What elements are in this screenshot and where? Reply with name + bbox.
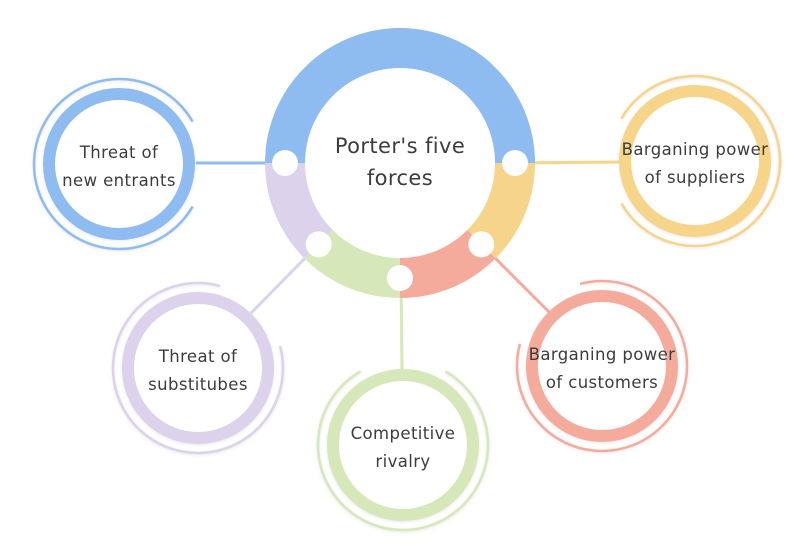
label-line: new entrants: [62, 171, 176, 190]
node-ring: [43, 88, 195, 240]
label-new-entrants: Threat of new entrants: [62, 143, 176, 190]
node-outer-arc: [620, 74, 782, 248]
node-outer-arc: [515, 279, 689, 453]
node-outer-arc: [32, 77, 194, 251]
label-line: Barganing power: [529, 345, 676, 364]
junction-dot-bottom-left: [305, 231, 332, 258]
node-new-entrants: [32, 77, 195, 251]
label-line: Competitive: [351, 424, 456, 443]
label-rivalry: Competitive rivalry: [351, 424, 456, 471]
label-substitutes: Threat of substitubes: [148, 347, 248, 394]
junction-dot-bottom: [387, 265, 413, 291]
node-rivalry: [316, 369, 490, 532]
node-outer-arc: [111, 281, 285, 455]
label-line: Barganing power: [622, 140, 769, 159]
ring-segment-new-entrants: [265, 28, 535, 163]
center-title-line1: Porter's five: [335, 134, 465, 158]
junction-dot-right: [502, 150, 528, 176]
junction-dot-bottom-right: [468, 231, 495, 258]
label-suppliers: Barganing power of suppliers: [622, 140, 769, 187]
center-ring: [265, 28, 535, 298]
junction-dot-left: [272, 150, 298, 176]
node-ring: [526, 290, 678, 442]
label-line: of suppliers: [645, 168, 746, 187]
label-line: Threat of: [79, 143, 159, 162]
label-customers: Barganing power of customers: [529, 345, 676, 392]
label-line: rivalry: [375, 452, 430, 471]
node-outer-arc: [316, 370, 490, 532]
labels: Porter's five forces Threat of new entra…: [62, 134, 768, 471]
node-ring: [327, 369, 479, 521]
node-substitutes: [111, 281, 285, 455]
node-suppliers: [619, 74, 782, 248]
label-line: substitubes: [148, 375, 248, 394]
label-line: Threat of: [158, 347, 238, 366]
center-title: Porter's five forces: [335, 134, 465, 190]
center-title-line2: forces: [367, 166, 433, 190]
node-customers: [515, 279, 689, 453]
node-ring: [122, 292, 274, 444]
label-line: of customers: [546, 373, 658, 392]
node-ring: [619, 85, 771, 237]
